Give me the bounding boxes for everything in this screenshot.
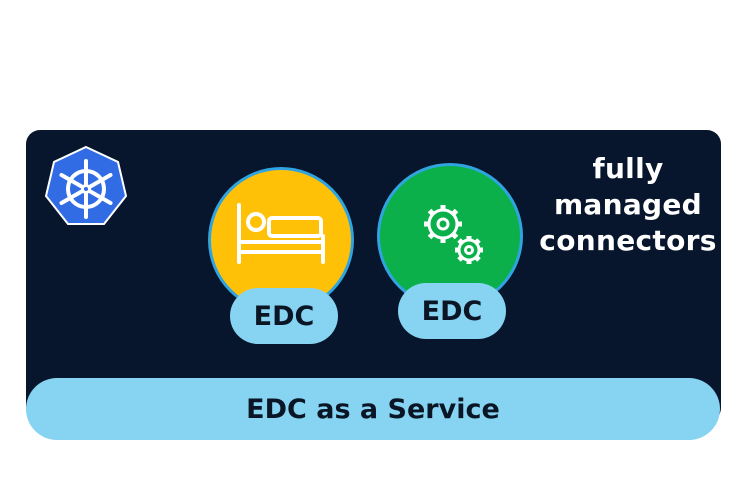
tagline: fully managed connectors [538, 151, 718, 259]
gears-icon [424, 205, 483, 264]
tagline-line-1: fully [592, 152, 664, 185]
bed-icon [237, 203, 325, 264]
service-bar-label: EDC as a Service [246, 393, 500, 425]
kubernetes-logo-icon [40, 143, 132, 235]
tagline-line-2: managed [553, 188, 703, 221]
edc-label-2: EDC [398, 283, 506, 339]
tagline-line-3: connectors [539, 224, 717, 257]
service-bar: EDC as a Service [26, 378, 720, 440]
edc-label-1: EDC [230, 288, 338, 344]
dark-panel [26, 130, 721, 422]
